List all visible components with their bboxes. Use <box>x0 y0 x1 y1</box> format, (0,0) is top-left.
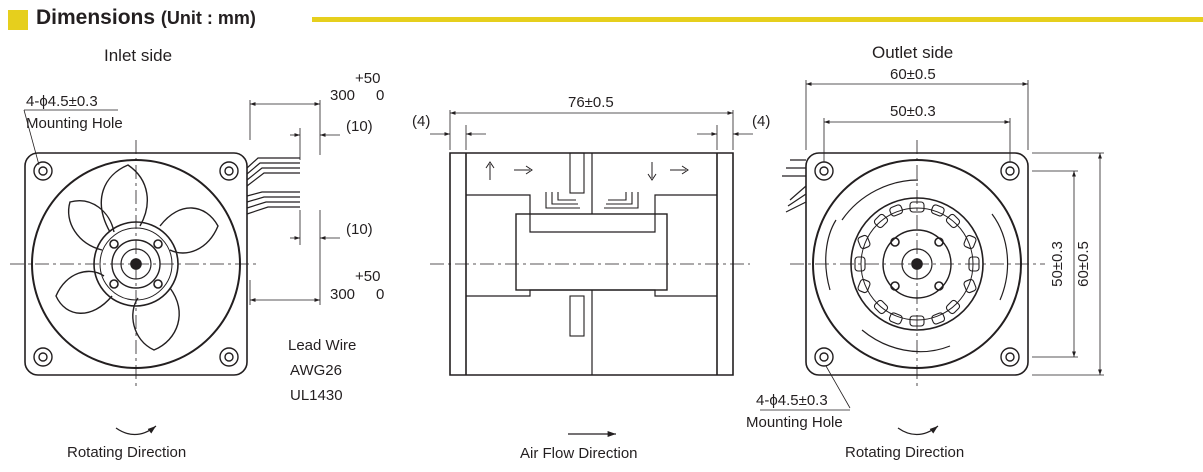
outlet-rotation-arrow <box>897 425 939 436</box>
lead-wire-standard: UL1430 <box>290 387 343 404</box>
lead-length-top: 300 <box>330 87 356 104</box>
inlet-rotation-label: Rotating Direction <box>67 444 187 461</box>
inlet-side-title: Inlet side <box>104 46 173 65</box>
section-header: Dimensions (Unit : mm) <box>0 0 1203 40</box>
lead-wires <box>246 157 300 215</box>
lead-tolerance-minus-top: 0 <box>376 87 385 104</box>
lead-wire-label: Lead Wire <box>288 337 357 354</box>
outlet-height-vertical: 60±0.5 <box>1075 241 1092 287</box>
lead-wire-gauge: AWG26 <box>290 362 342 379</box>
outlet-hole-label: Mounting Hole <box>746 414 843 431</box>
inlet-hole-dimension: 4-ϕ4.5±0.3 <box>26 93 98 110</box>
airflow-label: Air Flow Direction <box>520 445 638 462</box>
outlet-hole-dimension: 4-ϕ4.5±0.3 <box>756 392 828 409</box>
lead-length-bottom: 300 <box>330 286 356 303</box>
outlet-hole-pitch-dimension: 50±0.3 <box>890 103 936 120</box>
strip-length-bottom: (10) <box>346 221 373 238</box>
lead-tolerance-minus-bottom: 0 <box>376 286 385 303</box>
side-offset-right: (4) <box>752 113 771 130</box>
outlet-hole-pitch-vertical: 50±0.3 <box>1049 241 1066 287</box>
side-view <box>430 110 753 437</box>
side-motor <box>515 213 668 291</box>
inlet-view <box>10 100 340 436</box>
inlet-mounting-holes <box>33 161 239 367</box>
side-flow-arrows <box>485 161 689 181</box>
header-rule <box>312 17 1203 22</box>
inlet-rotation-arrow <box>115 425 157 436</box>
unit-label: (Unit : mm) <box>160 8 256 28</box>
inlet-hole-label: Mounting Hole <box>26 115 123 132</box>
lead-tolerance-plus-top: +50 <box>355 70 381 87</box>
strip-length-top: (10) <box>346 118 373 135</box>
side-length-dimension: 76±0.5 <box>568 94 614 111</box>
outlet-rotation-label: Rotating Direction <box>845 444 965 461</box>
side-body <box>449 152 734 376</box>
impeller-blades <box>55 164 219 351</box>
header-marker-square <box>8 10 28 30</box>
section-title: Dimensions (Unit : mm) <box>36 6 256 29</box>
outlet-side-title: Outlet side <box>872 43 954 62</box>
lead-tolerance-plus-bottom: +50 <box>355 268 381 285</box>
outlet-view <box>760 80 1104 436</box>
outlet-spokes <box>854 201 980 327</box>
side-offset-left: (4) <box>412 113 431 130</box>
outlet-width-dimension: 60±0.5 <box>890 66 936 83</box>
